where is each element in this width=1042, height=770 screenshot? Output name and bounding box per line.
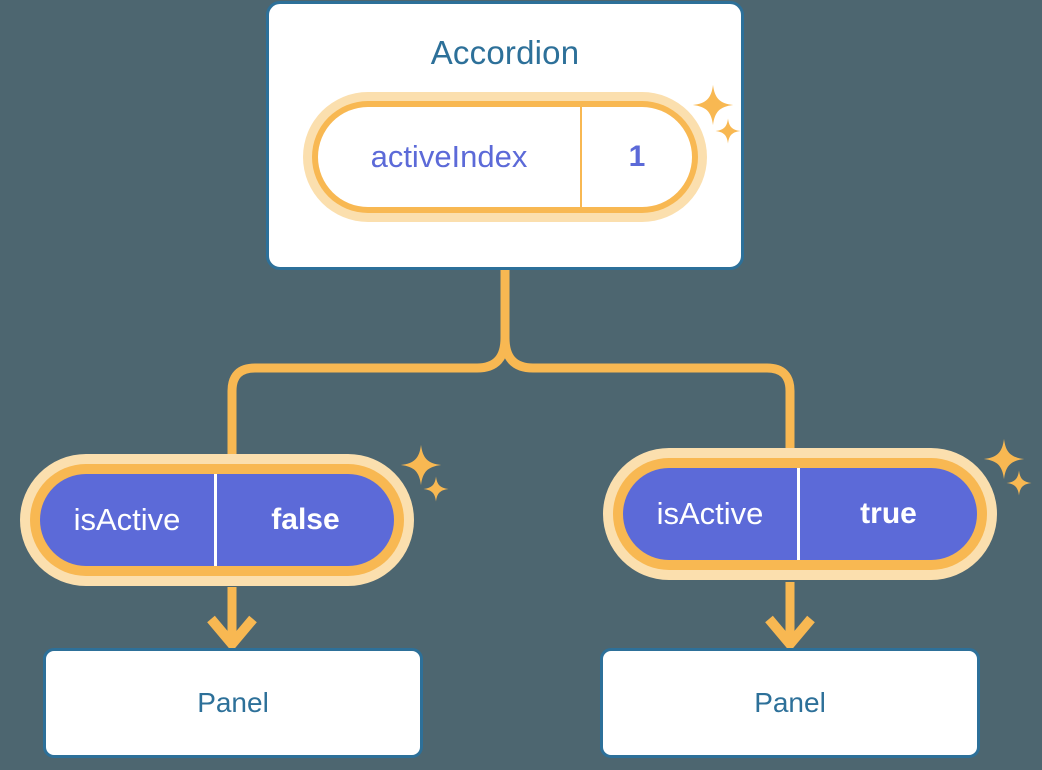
sparkle-icon [400,444,442,486]
badge-key: activeIndex [318,107,582,207]
badge-value: false [271,503,340,536]
sparkle-icon [692,84,734,126]
sparkle-small-icon [1006,470,1032,496]
arrow-down-icon [207,615,257,652]
connector-branch-left [227,337,510,462]
badge-body: isActive true [623,468,977,560]
connector-branch-right [500,337,795,458]
page-title: Accordion [430,34,580,71]
sparkle-icon [983,438,1025,480]
panel-label: Panel [754,687,826,718]
badge-body: isActive false [40,474,394,566]
badge-body: activeIndex 1 [318,107,692,207]
sparkle-small-icon [715,118,741,144]
badge-value: 1 [628,140,646,173]
state-badge-active-index[interactable]: activeIndex 1 [303,92,707,222]
badge-value: true [860,497,917,530]
panel-left: Panel [43,648,423,758]
prop-badge-is-active-false[interactable]: isActive false [20,454,414,586]
arrow-down-icon [765,615,815,652]
panel-right: Panel [600,648,980,758]
panel-label: Panel [197,687,269,718]
sparkle-small-icon [423,476,449,502]
badge-key: isActive [623,468,800,560]
badge-key: isActive [40,474,217,566]
prop-badge-is-active-true[interactable]: isActive true [603,448,997,580]
